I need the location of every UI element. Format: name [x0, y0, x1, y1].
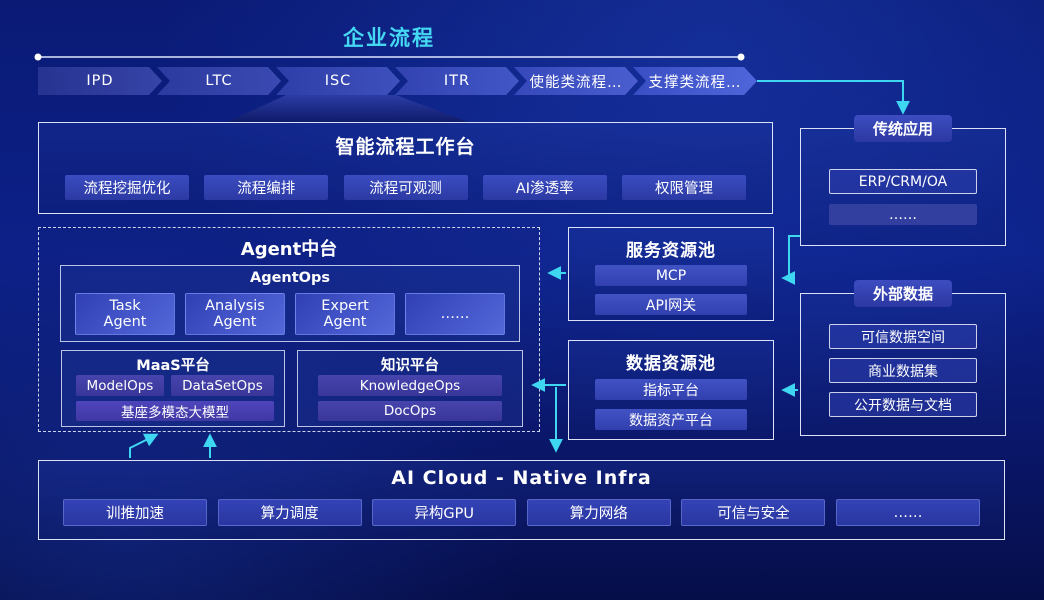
legacy-more-button: …… — [829, 204, 977, 225]
arrow-legacy-to-service-pool — [781, 235, 800, 285]
maas-title: MaaS平台 — [136, 358, 210, 374]
workbench-button-observability: 流程可观测 — [343, 175, 468, 200]
more-agents-button: …… — [405, 293, 505, 335]
analysis-agent-button: Analysis Agent — [185, 293, 285, 335]
metrics-platform-button: 指标平台 — [595, 379, 747, 400]
agentops-box: AgentOps Task Agent Analysis Agent Exper… — [60, 265, 520, 342]
knowledge-title: 知识平台 — [381, 358, 439, 374]
data-pool-panel: 数据资源池 指标平台 数据资产平台 — [568, 340, 774, 440]
process-step-isc: ISC — [276, 67, 400, 95]
workbench-title: 智能流程工作台 — [335, 136, 476, 158]
trusted-data-space-button: 可信数据空间 — [829, 324, 977, 349]
mcp-button: MCP — [595, 265, 747, 286]
process-step-supporting: 支撑类流程… — [633, 67, 757, 95]
data-pool-title: 数据资源池 — [626, 354, 716, 374]
maas-platform-box: MaaS平台 ModelOps DataSetOps 基座多模态大模型 — [61, 350, 285, 427]
external-data-panel: 外部数据 可信数据空间 商业数据集 公开数据与文档 — [800, 280, 1006, 436]
rule-endpoint-dot — [34, 53, 42, 61]
foundation-model-button: 基座多模态大模型 — [76, 401, 274, 421]
agent-label-line: Task — [109, 297, 141, 314]
training-accel-button: 训推加速 — [63, 499, 207, 526]
agent-label-line: Agent — [103, 314, 147, 330]
compute-scheduling-button: 算力调度 — [217, 499, 362, 526]
agent-platform-panel: Agent中台 AgentOps Task Agent Analysis Age… — [38, 227, 540, 432]
datasetops-button: DataSetOps — [170, 375, 274, 396]
funnel-connector — [225, 95, 471, 123]
agent-label-line: Analysis — [205, 297, 265, 314]
public-data-docs-button: 公开数据与文档 — [829, 392, 977, 417]
service-pool-title: 服务资源池 — [626, 241, 716, 261]
arrow-chain-to-legacy — [757, 80, 910, 115]
erp-crm-oa-button: ERP/CRM/OA — [829, 169, 977, 194]
data-asset-platform-button: 数据资产平台 — [595, 409, 747, 430]
legacy-apps-panel: 传统应用 ERP/CRM/OA …… — [800, 115, 1006, 246]
agent-label-line: Agent — [213, 314, 257, 330]
knowledge-platform-box: 知识平台 KnowledgeOps DocOps — [297, 350, 523, 427]
agent-label-line: …… — [440, 305, 470, 322]
workbench-button-process-mining: 流程挖掘优化 — [65, 175, 189, 200]
workbench-button-permissions: 权限管理 — [622, 175, 746, 200]
infra-panel: AI Cloud - Native Infra 训推加速 算力调度 异构GPU … — [38, 460, 1005, 540]
workbench-panel: 智能流程工作台 流程挖掘优化 流程编排 流程可观测 AI渗透率 权限管理 — [38, 122, 773, 214]
page-title: 企业流程 — [343, 26, 435, 50]
infra-more-button: …… — [835, 499, 980, 526]
workbench-button-orchestration: 流程编排 — [204, 175, 329, 200]
service-pool-panel: 服务资源池 MCP API网关 — [568, 227, 774, 321]
agent-platform-title: Agent中台 — [240, 239, 338, 260]
compute-network-button: 算力网络 — [526, 499, 671, 526]
rule-endpoint-dot — [737, 53, 745, 61]
task-agent-button: Task Agent — [75, 293, 175, 335]
agent-label-line: Expert — [321, 297, 369, 314]
process-step-ipd: IPD — [38, 67, 162, 95]
external-data-header: 外部数据 — [854, 280, 952, 307]
modelops-button: ModelOps — [76, 375, 164, 396]
expert-agent-button: Expert Agent — [295, 293, 395, 335]
infra-title: AI Cloud - Native Infra — [391, 467, 652, 489]
api-gateway-button: API网关 — [595, 294, 747, 315]
knowledgeops-button: KnowledgeOps — [318, 375, 502, 396]
process-step-itr: ITR — [395, 67, 519, 95]
arrow-infra-to-maas-left — [129, 433, 159, 458]
docops-button: DocOps — [318, 401, 502, 421]
agent-label-line: Agent — [323, 314, 367, 330]
hetero-gpu-button: 异构GPU — [372, 499, 517, 526]
agentops-title: AgentOps — [249, 270, 331, 286]
workbench-button-ai-penetration: AI渗透率 — [482, 175, 607, 200]
trust-security-button: 可信与安全 — [681, 499, 826, 526]
process-step-enabling: 使能类流程… — [514, 67, 638, 95]
legacy-apps-header: 传统应用 — [854, 115, 952, 142]
process-step-ltc: LTC — [157, 67, 281, 95]
commercial-dataset-button: 商业数据集 — [829, 358, 977, 383]
